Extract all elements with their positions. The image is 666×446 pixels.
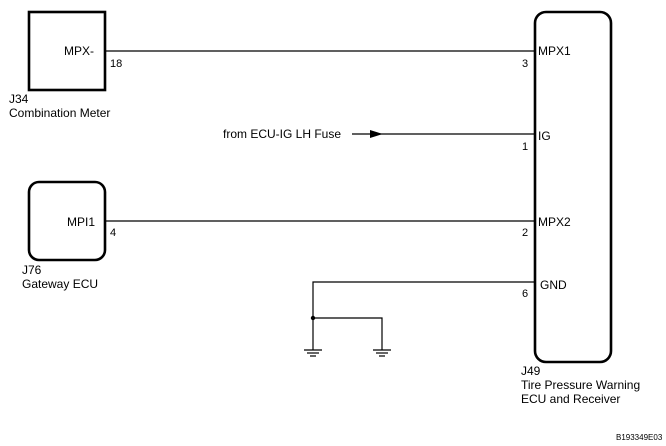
combination-meter-pin: 18: [110, 58, 122, 70]
ground-icon: [373, 349, 391, 357]
gateway-ecu-pin: 4: [110, 227, 116, 239]
combination-meter-box: [27, 10, 107, 92]
gateway-ecu-name: Gateway ECU: [22, 277, 98, 291]
tpw-pin-ig: 1: [522, 141, 528, 153]
power-source-label: from ECU-IG LH Fuse: [223, 127, 341, 141]
power-arrow-icon: [370, 130, 383, 138]
combination-meter-code: J34: [9, 92, 29, 106]
tpw-terminal-mpx1: MPX1: [538, 44, 571, 58]
gateway-ecu-code: J76: [22, 263, 42, 277]
combination-meter-name: Combination Meter: [9, 106, 110, 120]
gateway-ecu-terminal-label: MPI1: [67, 215, 95, 229]
tpw-receiver-code: J49: [521, 364, 541, 378]
tpw-terminal-gnd: GND: [540, 278, 567, 292]
tpw-pin-gnd: 6: [522, 288, 528, 300]
combination-meter-terminal-label: MPX-: [64, 44, 94, 58]
wire-gnd: [312, 281, 535, 350]
tpw-pin-mpx2: 2: [522, 227, 528, 239]
tpw-terminal-ig: IG: [538, 129, 551, 143]
figure-code: B193349E03: [616, 433, 663, 442]
ground-icon: [304, 349, 322, 357]
tpw-receiver-name-line1: Tire Pressure Warning: [521, 378, 640, 392]
tpw-receiver-box: [533, 10, 613, 364]
splice-point-icon: [310, 315, 316, 321]
tpw-pin-mpx1: 3: [522, 58, 528, 70]
wire-gnd-branch: [313, 317, 383, 350]
tpw-terminal-mpx2: MPX2: [538, 215, 571, 229]
tpw-receiver-name-line2: ECU and Receiver: [521, 392, 620, 406]
